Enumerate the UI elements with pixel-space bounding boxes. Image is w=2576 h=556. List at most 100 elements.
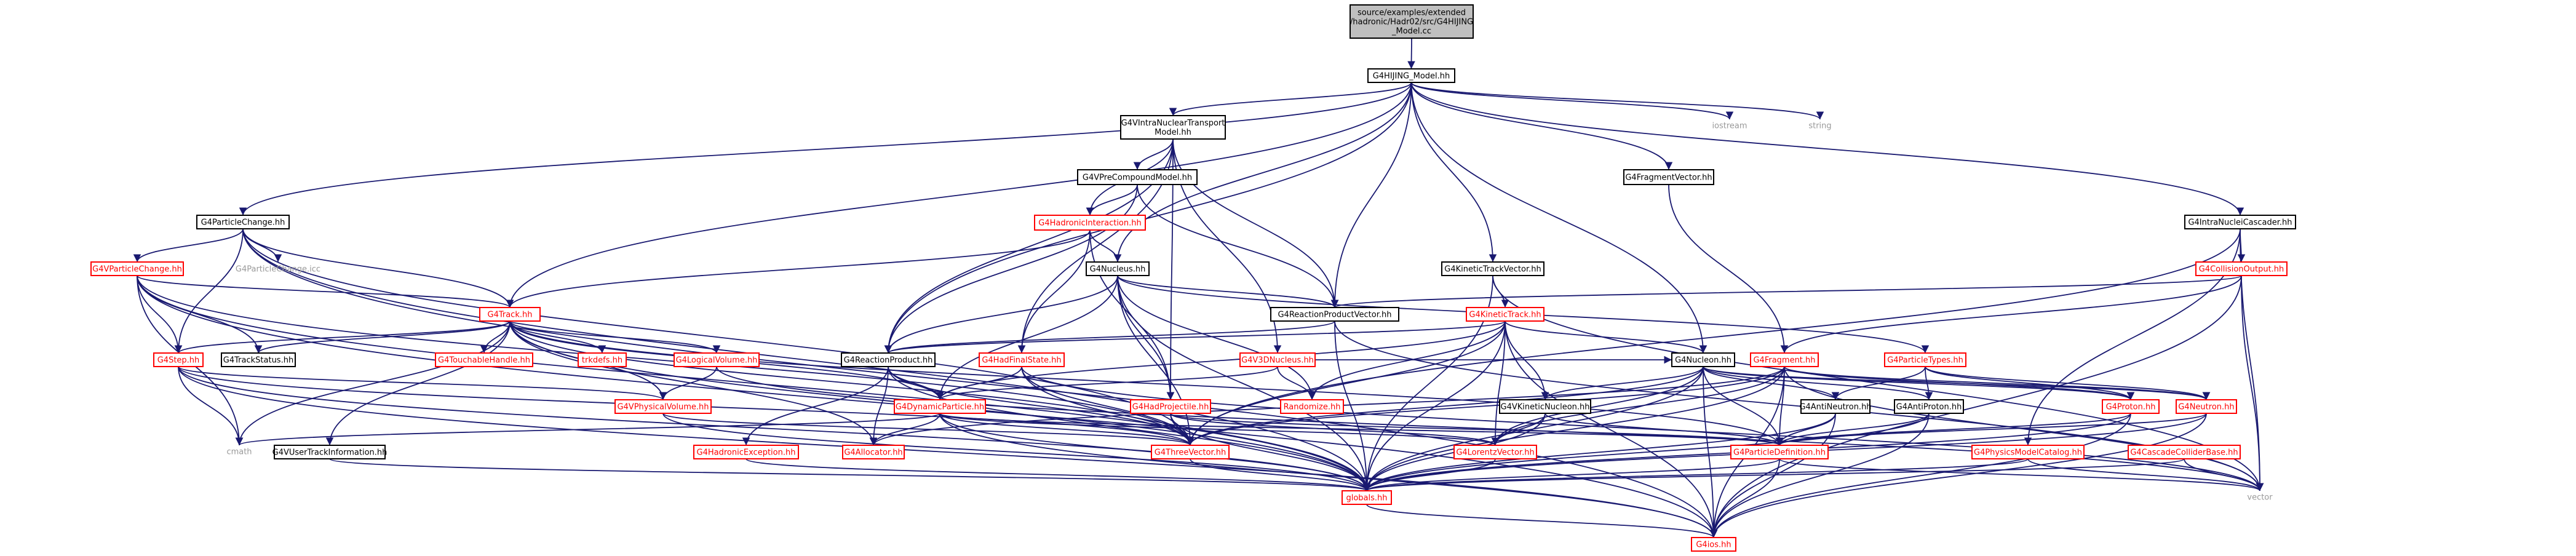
edges-layer	[133, 38, 2264, 538]
node-vkinnuc[interactable]: G4VKineticNucleon.hh	[1499, 399, 1591, 414]
edge-nucleon-to-antiprot	[1703, 366, 1933, 400]
edge-parttypes-to-neutron	[1925, 366, 2211, 400]
node-reactprodvec[interactable]: G4ReactionProductVector.hh	[1270, 307, 1399, 322]
node-box	[1800, 399, 1870, 414]
edge-nucleus-to-globals	[1117, 275, 1371, 491]
node-intranuc[interactable]: G4VIntraNuclearTransport Model.hhG4VIntr…	[1120, 115, 1226, 140]
node-label: G4Track.hh	[488, 311, 533, 320]
node-antineut[interactable]: G4AntiNeutron.hh	[1799, 399, 1872, 414]
node-box	[1730, 445, 1829, 459]
edge-reactprod-to-hadexc	[742, 366, 889, 446]
node-label: Randomize.hh	[1284, 403, 1341, 412]
node-vphysvol[interactable]: G4VPhysicalVolume.hh	[614, 399, 712, 414]
node-partchange[interactable]: G4ParticleChange.hh	[196, 215, 290, 229]
node-kintrackvec[interactable]: G4KineticTrackVector.hh	[1441, 261, 1544, 276]
node-label: G4ThreeVector.hh	[1155, 448, 1226, 458]
node-box	[1350, 4, 1474, 39]
edge-vpartchange-to-globals	[137, 275, 1371, 491]
edge-kintrack-to-vkinnuc	[1505, 320, 1549, 400]
node-alloc[interactable]: G4Allocator.hh	[842, 445, 905, 459]
node-box	[1466, 307, 1544, 322]
edge-step-to-cmath	[178, 366, 244, 446]
node-collout[interactable]: G4CollisionOutput.hh	[2195, 261, 2288, 276]
edge-vphysvol-to-threevec	[662, 413, 1194, 446]
node-trkdefs[interactable]: trkdefs.hh	[578, 352, 627, 367]
edge-hadproj-to-globals	[1170, 413, 1371, 491]
node-label: G4HadProjectile.hh	[1132, 403, 1209, 412]
node-label: vector	[2247, 493, 2273, 502]
edge-collout-to-fragment	[1780, 275, 2242, 354]
node-box	[1453, 445, 1537, 459]
node-track[interactable]: G4Track.hh	[479, 307, 541, 322]
node-label: _Model.cc	[1391, 27, 1431, 36]
node-hadproj[interactable]: G4HadProjectile.hh	[1130, 399, 1211, 414]
edge-track-to-trackstatus	[254, 320, 511, 354]
edge-hijing-to-fragvec	[1410, 82, 1673, 170]
edge-hijing-to-nucleon	[1410, 82, 1707, 354]
node-partdef[interactable]: G4ParticleDefinition.hh	[1730, 445, 1829, 459]
node-dynpart[interactable]: G4DynamicParticle.hh	[894, 399, 986, 414]
node-label: G4CollisionOutput.hh	[2199, 265, 2284, 274]
node-box	[1034, 215, 1146, 231]
edge-reactprod-to-alloc	[869, 366, 889, 446]
edge-vkinnuc-to-partdef	[1544, 413, 1784, 446]
node-box	[1971, 445, 2085, 459]
node-nucleus[interactable]: G4Nucleus.hh	[1086, 261, 1150, 276]
edge-reactprodvec-to-globals	[1334, 320, 1371, 491]
node-logvol[interactable]: G4LogicalVolume.hh	[674, 352, 760, 367]
node-label: G4VIntraNuclearTransport	[1121, 119, 1225, 128]
node-vprecomp[interactable]: G4VPreCompoundModel.hh	[1077, 169, 1198, 185]
edge-partdef-to-vector	[1779, 458, 2264, 491]
edge-fragvec-to-fragment	[1668, 184, 1789, 354]
edge-vprecomp-to-hadint	[1086, 184, 1138, 216]
node-hadfinal[interactable]: G4HadFinalState.hh	[979, 352, 1065, 367]
node-label: G4IntraNucleiCascader.hh	[2188, 218, 2292, 228]
edge-kintrack-to-globals	[1362, 320, 1506, 491]
node-fragvec[interactable]: G4FragmentVector.hh	[1623, 169, 1714, 185]
node-g4ios[interactable]: G4ios.hh	[1691, 537, 1736, 552]
node-incasc[interactable]: G4IntraNucleiCascader.hh	[2184, 215, 2296, 229]
node-box	[1120, 115, 1226, 140]
edge-proton-to-g4ios	[1709, 413, 2131, 538]
node-fragment[interactable]: G4Fragment.hh	[1750, 352, 1819, 367]
node-kintrack[interactable]: G4KineticTrack.hh	[1466, 307, 1544, 322]
node-nucleon[interactable]: G4Nucleon.hh	[1671, 352, 1735, 367]
node-reactprod[interactable]: G4ReactionProduct.hh	[841, 352, 936, 367]
node-touchhandle[interactable]: G4TouchableHandle.hh	[435, 352, 533, 367]
edge-nucleus-to-reactprod	[884, 275, 1118, 354]
edge-track-to-threevec	[509, 320, 1195, 446]
edge-hijing-to-kintrackvec	[1410, 82, 1497, 263]
edge-antineut-to-globals	[1362, 413, 1836, 491]
node-cascoll[interactable]: G4CascadeColliderBase.hh	[2128, 445, 2241, 459]
edge-partchange-to-vpartchange	[133, 228, 244, 263]
node-box	[1342, 490, 1392, 505]
node-threevec[interactable]: G4ThreeVector.hh	[1151, 445, 1230, 459]
node-v3dnuc[interactable]: G4V3DNucleus.hh	[1239, 352, 1316, 367]
node-label: Model.hh	[1155, 128, 1191, 137]
edge-neutron-to-g4ios	[1709, 413, 2207, 538]
node-random[interactable]: Randomize.hh	[1280, 399, 1344, 414]
node-hijing[interactable]: G4HIJING_Model.hh	[1367, 68, 1455, 83]
edge-hadint-to-nucleus	[1089, 229, 1122, 263]
node-box	[2176, 399, 2237, 414]
node-trackstatus[interactable]: G4TrackStatus.hh	[221, 352, 296, 367]
node-step[interactable]: G4Step.hh	[153, 352, 204, 367]
node-globals[interactable]: globals.hh	[1342, 490, 1392, 505]
node-parttypes[interactable]: G4ParticleTypes.hh	[1884, 352, 1966, 367]
node-vpartchange[interactable]: G4VParticleChange.hh	[90, 261, 184, 276]
node-hadexc[interactable]: G4HadronicException.hh	[693, 445, 799, 459]
node-neutron[interactable]: G4Neutron.hh	[2176, 399, 2237, 414]
edge-partdef-to-g4ios	[1709, 458, 1780, 538]
node-hadint[interactable]: G4HadronicInteraction.hh	[1034, 215, 1146, 231]
edge-step-to-vphysvol	[178, 366, 667, 400]
node-physcat[interactable]: G4PhysicsModelCatalog.hh	[1971, 445, 2085, 459]
node-usertrack[interactable]: G4VUserTrackInformation.hh	[272, 445, 388, 459]
edge-hadfinal-to-vector	[1021, 366, 2264, 491]
node-string: string	[1808, 122, 1831, 131]
node-proton[interactable]: G4Proton.hh	[2102, 399, 2160, 414]
node-antiprot[interactable]: G4AntiProton.hh	[1894, 399, 1964, 414]
edge-nucleus-to-dynpart	[936, 275, 1118, 400]
node-box	[1151, 445, 1230, 459]
node-lorentz[interactable]: G4LorentzVector.hh	[1453, 445, 1537, 459]
